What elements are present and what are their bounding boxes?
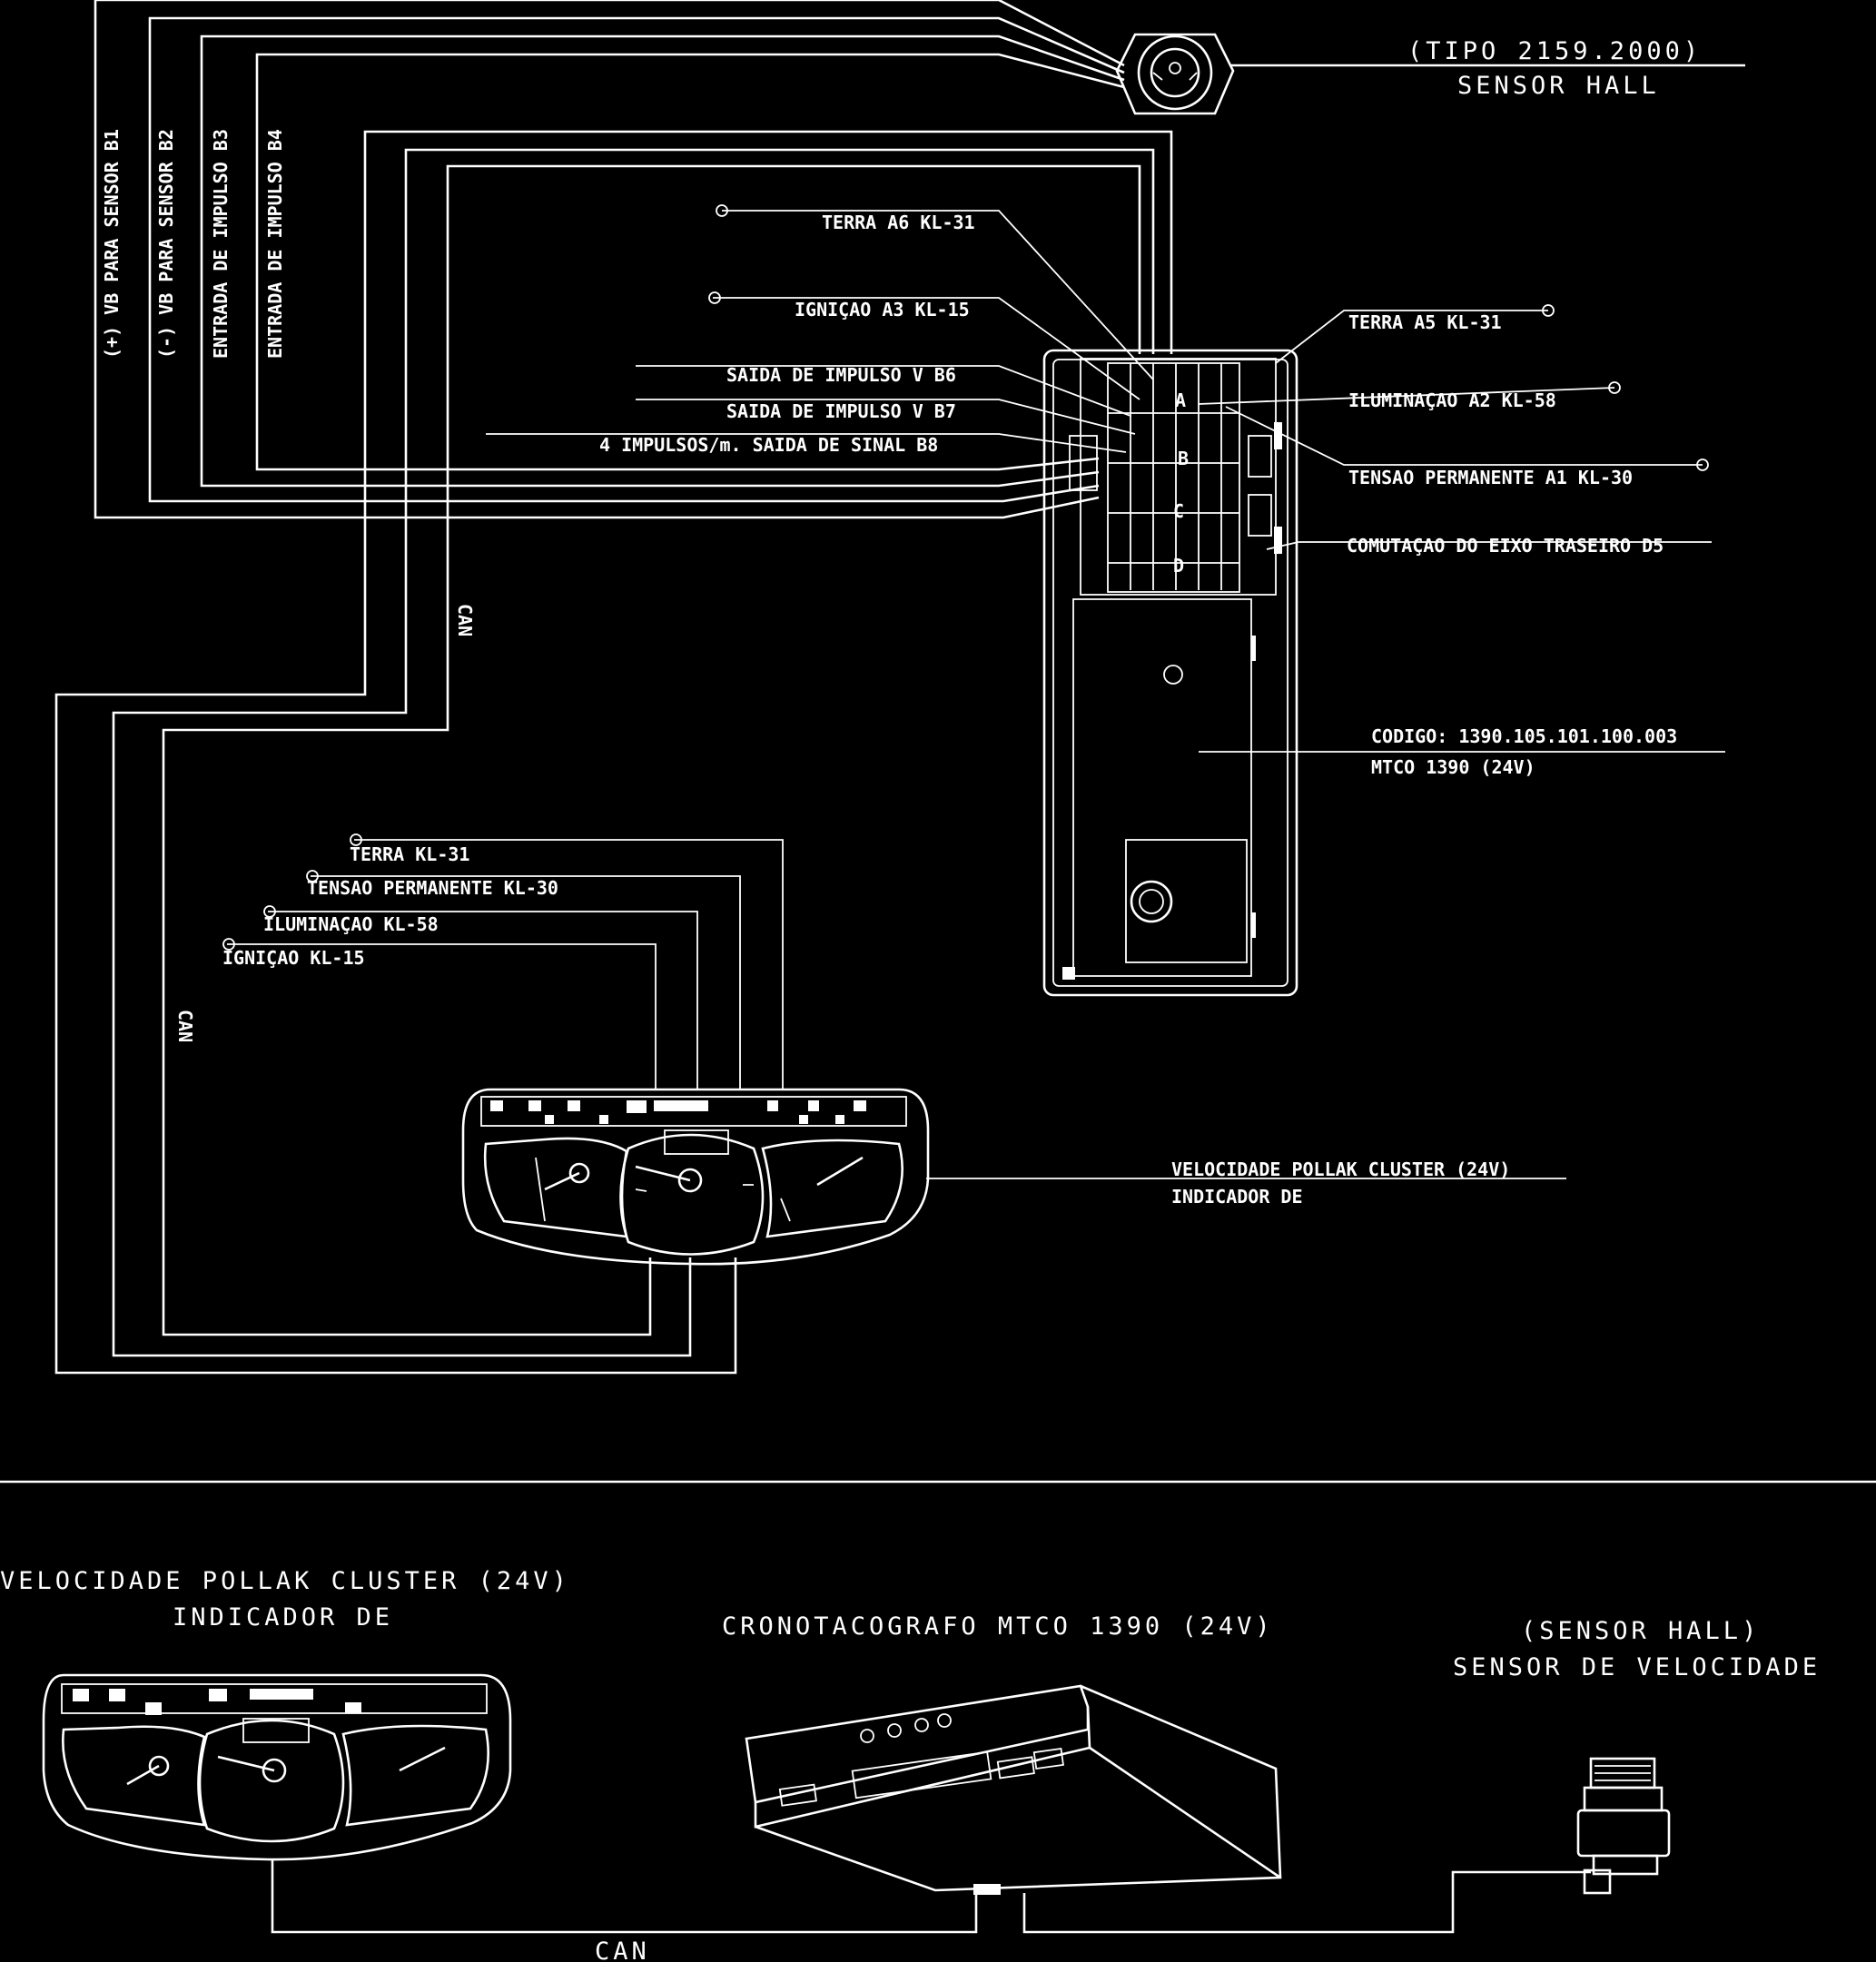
overview-sensor-title: (SENSOR HALL): [1521, 1617, 1760, 1645]
cluster-overview-icon: [42, 1673, 512, 1861]
cluster-label-ignicao: IGNIÇAO KL-15: [222, 947, 365, 969]
can-label-upper: CAN: [454, 604, 476, 636]
label-terra-a5: TERRA A5 KL-31: [1348, 311, 1502, 333]
cluster-label-iluminacao: ILUMINAÇAO KL-58: [263, 913, 439, 935]
overview-can-wires: [271, 1859, 1591, 1934]
connector-letter-c: C: [1173, 500, 1184, 522]
can-wires: [54, 130, 1173, 1375]
connector-letter-a: A: [1175, 389, 1186, 411]
mtco-name: MTCO 1390 (24V): [1371, 756, 1535, 778]
cluster-label-terra: TERRA KL-31: [350, 843, 469, 865]
cluster-input-wires: [222, 833, 1566, 1179]
cluster-detail-icon: [461, 1088, 930, 1266]
label-terra-a6: TERRA A6 KL-31: [822, 212, 975, 233]
overview-can-label: CAN: [595, 1937, 650, 1962]
mtco-code: CODIGO: 1390.105.101.100.003: [1371, 725, 1677, 747]
connector-letter-d: D: [1173, 555, 1184, 577]
mtco-connector-box: [1042, 349, 1298, 997]
hall-sensor-icon: [1115, 33, 1235, 115]
cluster-detail-title: VELOCIDADE POLLAK CLUSTER (24V): [1171, 1158, 1510, 1180]
wire-label-b1: (+) VB PARA SENSOR B1: [101, 129, 123, 359]
labels: (TIPO 2159.2000) SENSOR HALL (+) VB PARA…: [0, 37, 1821, 1962]
wire-label-b3: ENTRADA DE IMPULSO B3: [210, 129, 232, 359]
label-tensao-a1: TENSAO PERMANENTE A1 KL-30: [1348, 467, 1633, 488]
tachograph-icon: [745, 1684, 1282, 1895]
speed-sensor-icon: [1576, 1757, 1671, 1895]
sensor-title-name: SENSOR HALL: [1457, 72, 1660, 100]
overview-cluster-subtitle: INDICADOR DE: [173, 1603, 393, 1632]
wire-label-b4: ENTRADA DE IMPULSO B4: [264, 129, 286, 359]
label-ignicao-a3: IGNIÇAO A3 KL-15: [795, 299, 970, 320]
sensor-wires: [94, 0, 1745, 519]
overview-cluster-title: VELOCIDADE POLLAK CLUSTER (24V): [0, 1567, 570, 1595]
cluster-detail-subtitle: INDICADOR DE: [1171, 1186, 1303, 1208]
connector-letter-b: B: [1178, 448, 1189, 469]
connector-callouts: [486, 204, 1725, 753]
wire-label-b2: (-) VB PARA SENSOR B2: [155, 129, 177, 359]
label-iluminacao-a2: ILUMINAÇAO A2 KL-58: [1348, 389, 1556, 411]
sensor-title-type: (TIPO 2159.2000): [1407, 37, 1702, 65]
label-comutacao-d5: COMUTAÇAO DO EIXO TRASEIRO D5: [1347, 535, 1664, 557]
overview-tacho-title: CRONOTACOGRAFO MTCO 1390 (24V): [722, 1612, 1274, 1641]
can-label-lower: CAN: [174, 1010, 196, 1042]
label-saida-b7: SAIDA DE IMPULSO V B7: [726, 400, 956, 422]
cluster-label-tensao: TENSAO PERMANENTE KL-30: [307, 877, 558, 899]
label-saida-b8: 4 IMPULSOS/m. SAIDA DE SINAL B8: [599, 434, 938, 456]
overview-sensor-subtitle: SENSOR DE VELOCIDADE: [1453, 1653, 1821, 1681]
label-saida-b6: SAIDA DE IMPULSO V B6: [726, 364, 956, 386]
